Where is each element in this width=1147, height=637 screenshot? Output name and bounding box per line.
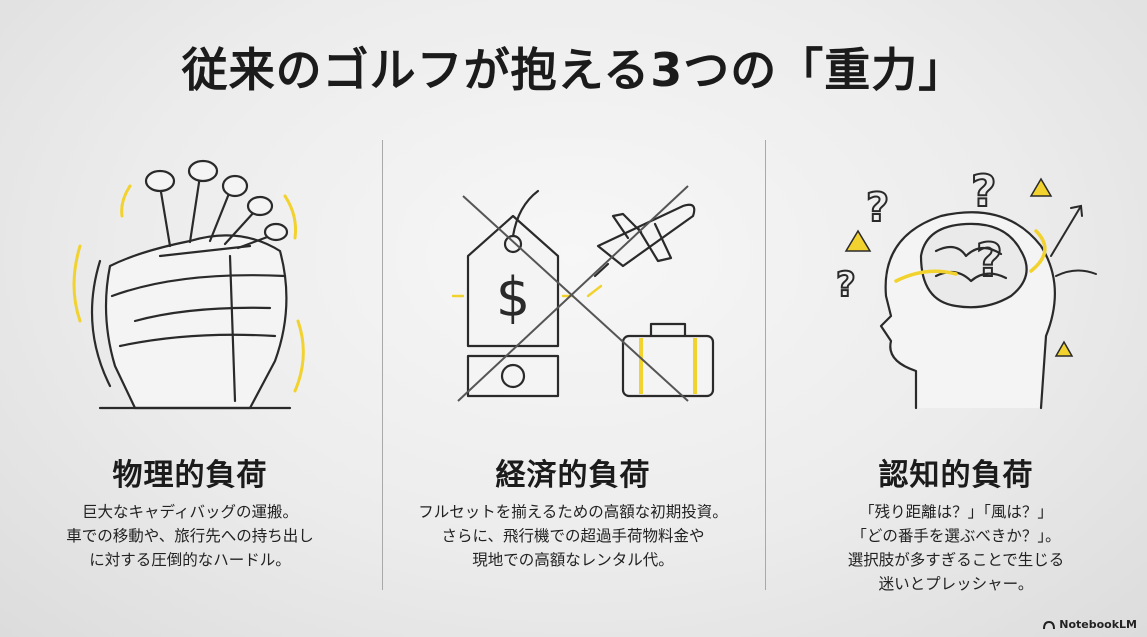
svg-text:?: ? (866, 185, 889, 231)
desc-physical: 巨大なキャディバッグの運搬。 車での移動や、旅行先への持ち出し に対する圧倒的な… (0, 500, 380, 572)
price-tag-plane-suitcase-icon: $ (451, 185, 715, 402)
desc-line: に対する圧倒的なハードル。 (89, 551, 291, 569)
notebooklm-logo-icon (1043, 620, 1056, 629)
heading-cognitive: 認知的負荷 (878, 458, 1034, 493)
desc-line: 選択肢が多すぎることで生じる (847, 551, 1065, 569)
desc-cognitive: 「残り距離は？」「風は？」 「どの番手を選ぶべきか？」。 選択肢が多すぎることで… (766, 500, 1146, 596)
desc-line: フルセットを揃えるための高額な初期投資。 (418, 503, 728, 521)
desc-line: 「どの番手を選ぶべきか？」。 (851, 527, 1061, 545)
column-physical: 物理的負荷 巨大なキャディバッグの運搬。 車での移動や、旅行先への持ち出し に対… (0, 140, 380, 610)
head-brain-question-icon: ? ? ? ? (835, 165, 1097, 410)
golf-bag-icon (72, 159, 305, 410)
desc-line: 迷いとプレッシャー。 (878, 575, 1034, 593)
page-title: 従来のゴルフが抱える3つの「重力」 (181, 43, 966, 97)
column-economic: $ 経済的負荷 フルセットを揃えるための高額な初期投資。 さらに、飛行機での超過… (383, 140, 763, 610)
svg-text:$: $ (496, 266, 530, 329)
desc-line: さらに、飛行機での超過手荷物料金や (441, 527, 705, 545)
desc-line: 現地での高額なレンタル代。 (472, 551, 674, 569)
column-cognitive: ? ? ? ? 認知的負荷 「残り距離は？」「風は？」 「どの番手を選ぶべきか？… (766, 140, 1146, 610)
svg-text:?: ? (971, 166, 997, 217)
heading-physical: 物理的負荷 (112, 458, 268, 493)
desc-line: 巨大なキャディバッグの運搬。 (82, 503, 298, 521)
brand-name: NotebookLM (1059, 618, 1137, 631)
desc-economic: フルセットを揃えるための高額な初期投資。 さらに、飛行機での超過手荷物料金や 現… (383, 500, 763, 572)
desc-line: 車での移動や、旅行先への持ち出し (66, 527, 314, 545)
divider-right (765, 140, 766, 590)
heading-economic: 経済的負荷 (495, 458, 651, 493)
svg-text:?: ? (976, 233, 1003, 287)
divider-left (382, 140, 383, 590)
svg-text:?: ? (836, 265, 856, 305)
desc-line: 「残り距離は？」「風は？」 (859, 503, 1053, 521)
brand-logo: NotebookLM (1043, 618, 1137, 631)
